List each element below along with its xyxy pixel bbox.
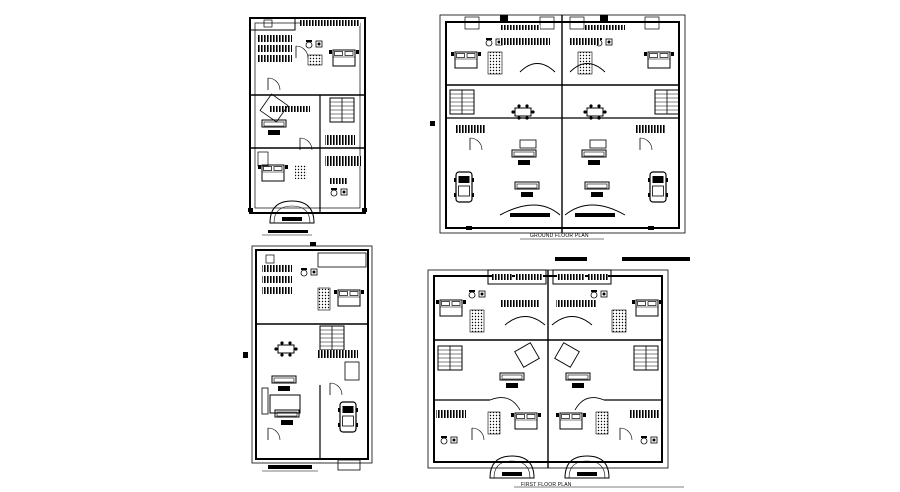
plan-ground-floor-twin — [430, 14, 686, 234]
plan-single-top — [248, 17, 367, 236]
plan-single-bottom — [243, 242, 373, 472]
ground-floor-plan-label: GROUND FLOOR PLAN — [530, 233, 589, 239]
first-floor-plan-label: FIRST FLOOR PLAN — [521, 482, 572, 488]
plan-first-floor-twin — [427, 257, 690, 479]
